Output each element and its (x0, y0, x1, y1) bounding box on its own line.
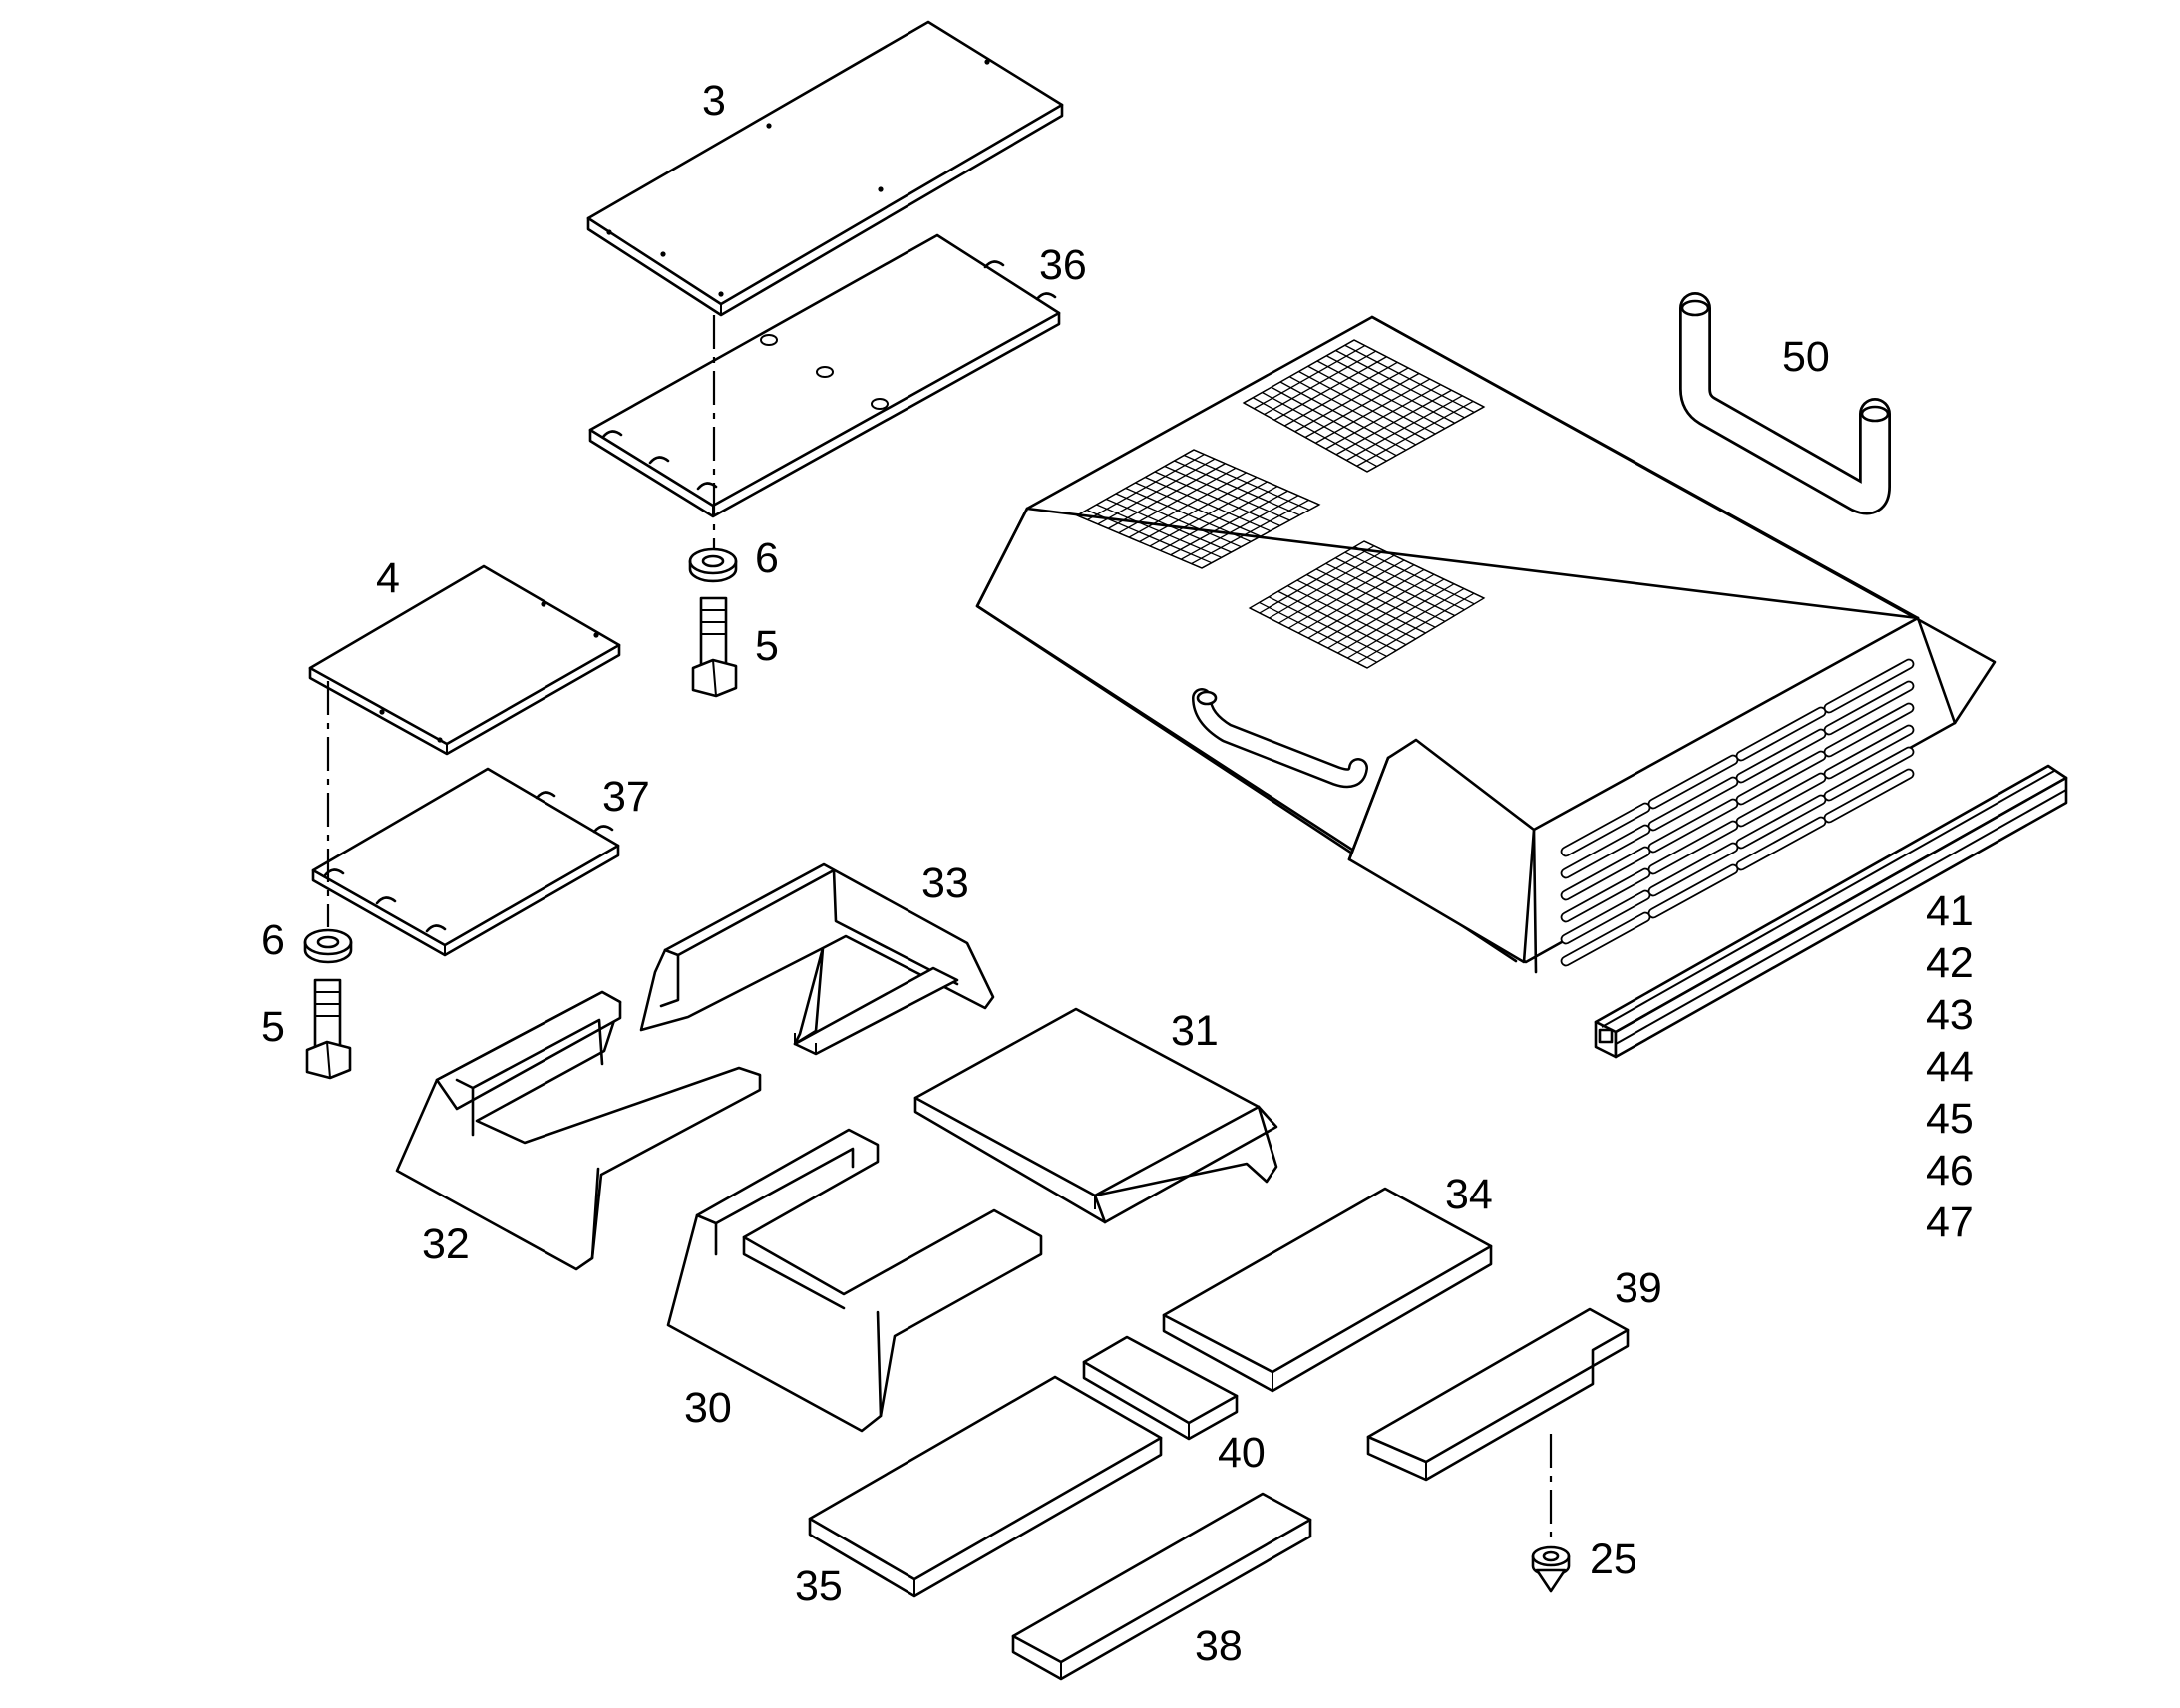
louvre-slot (1560, 802, 1651, 857)
mesh-line (1191, 499, 1309, 565)
louvre-slot (1560, 867, 1651, 923)
mesh-line (1356, 400, 1474, 467)
mesh-line (1201, 504, 1320, 569)
label-part-39: 39 (1615, 1264, 1662, 1312)
part-5-bolt-lower (305, 978, 352, 1080)
part-30-front-frame (666, 1128, 1043, 1433)
louvre-slot (1735, 750, 1827, 806)
label-part-38: 38 (1195, 1622, 1243, 1670)
label-part-4: 4 (376, 554, 400, 602)
label-part-46: 46 (1926, 1147, 1974, 1195)
label-part-6-lower: 6 (261, 916, 285, 964)
part-4-small-plate (308, 564, 621, 756)
part-35-large-slab (808, 1375, 1163, 1598)
louvre-slot (1647, 842, 1739, 897)
side-louvres (1560, 658, 1915, 967)
part-38-slab (1011, 1492, 1312, 1681)
label-part-5-upper: 5 (755, 622, 779, 670)
label-part-40: 40 (1218, 1429, 1266, 1477)
mesh-line (1344, 344, 1475, 413)
label-part-6-upper: 6 (755, 534, 779, 582)
label-part-31: 31 (1171, 1007, 1219, 1055)
mesh-line (1347, 587, 1465, 659)
louvre-slot (1823, 724, 1915, 780)
mesh-line (1353, 339, 1485, 408)
label-part-32: 32 (422, 1220, 470, 1268)
parts-41-47-profile-rail (1594, 764, 2068, 1059)
louvre-slot (1823, 702, 1915, 758)
louvre-slot (1823, 658, 1915, 714)
main-housing-cover (975, 315, 1997, 974)
label-part-41: 41 (1926, 887, 1974, 935)
label-part-44: 44 (1926, 1043, 1974, 1091)
mesh-line (1183, 454, 1310, 511)
louvre-slot (1735, 706, 1827, 762)
label-part-50: 50 (1782, 333, 1830, 381)
label-part-42: 42 (1926, 939, 1974, 987)
part-6-washer-upper (688, 547, 738, 583)
mesh-line (1363, 540, 1485, 599)
label-part-30: 30 (684, 1384, 732, 1432)
part-34-block (1162, 1187, 1493, 1393)
mesh-line (1180, 495, 1299, 560)
louvre-slot (1647, 863, 1739, 919)
louvre-slot (1735, 728, 1827, 784)
louvre-slot (1735, 794, 1827, 850)
part-33-rear-frame (639, 862, 995, 1056)
louvre-slot (1560, 911, 1651, 967)
label-part-47: 47 (1926, 1198, 1974, 1246)
label-part-36: 36 (1039, 241, 1087, 289)
label-part-3: 3 (702, 77, 726, 125)
part-3-top-plate (586, 20, 1064, 317)
label-part-43: 43 (1926, 991, 1974, 1039)
label-part-37: 37 (602, 773, 650, 821)
part-6-washer-lower (303, 928, 353, 964)
mesh-line (1354, 545, 1475, 605)
louvre-slot (1647, 754, 1739, 810)
part-31-lid-block (913, 1007, 1278, 1224)
louvre-slot (1560, 846, 1651, 901)
part-37-small-mounting-plate (311, 767, 620, 957)
mesh-line (1366, 597, 1485, 669)
louvre-slot (1735, 772, 1827, 828)
part-50-u-handle (1679, 292, 1891, 515)
louvre-slot (1647, 820, 1739, 875)
mesh-line (1346, 395, 1463, 462)
label-part-34: 34 (1445, 1171, 1493, 1218)
label-part-45: 45 (1926, 1095, 1974, 1143)
louvre-slot (1823, 768, 1915, 824)
mesh-line (1193, 449, 1320, 506)
label-part-25: 25 (1590, 1536, 1637, 1583)
part-5-bolt-upper (691, 596, 738, 698)
label-part-33: 33 (921, 859, 969, 907)
mesh-line (1366, 406, 1485, 473)
mesh-line (1356, 592, 1475, 664)
louvre-slot (1647, 776, 1739, 832)
part-32-left-frame (395, 990, 762, 1271)
part-25-clip (1531, 1545, 1571, 1593)
ventilation-meshes (1076, 339, 1485, 669)
louvre-slot (1823, 746, 1915, 802)
label-part-5-lower: 5 (261, 1003, 285, 1051)
louvre-slot (1735, 816, 1827, 871)
louvre-slot (1560, 824, 1651, 879)
louvre-slot (1823, 680, 1915, 736)
louvre-slot (1647, 798, 1739, 854)
part-39-stepped-block (1366, 1307, 1630, 1482)
label-part-35: 35 (795, 1562, 843, 1610)
part-40-small-block (1082, 1335, 1239, 1441)
louvre-slot (1560, 889, 1651, 945)
